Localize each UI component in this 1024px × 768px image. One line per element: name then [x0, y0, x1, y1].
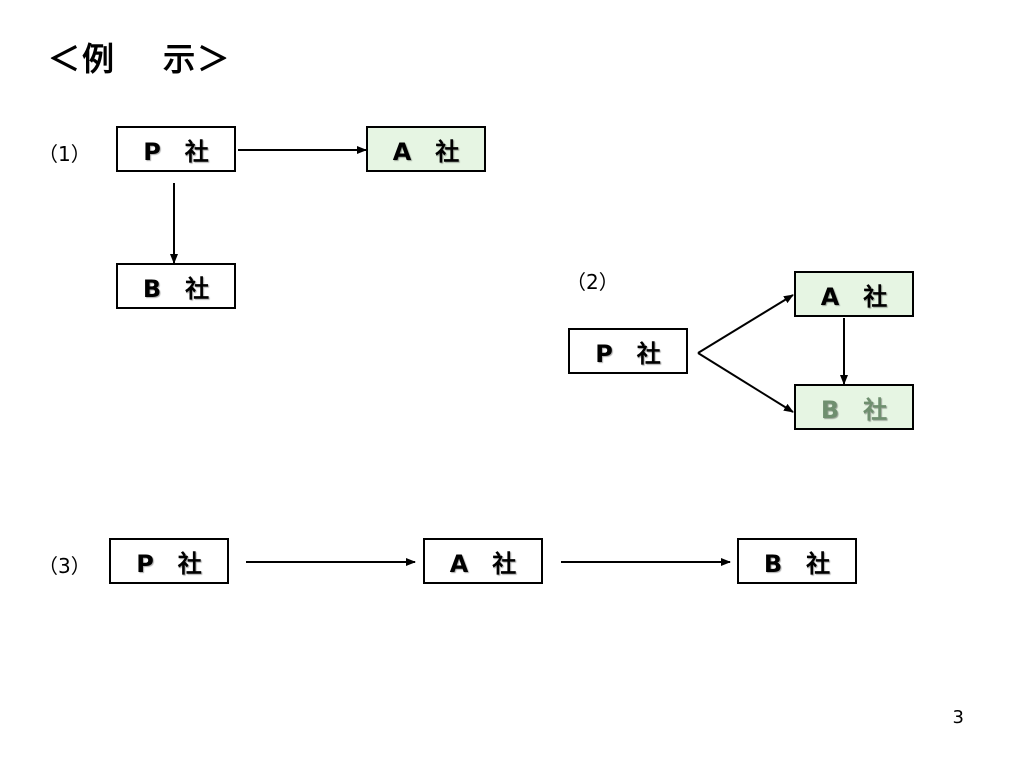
example-2-b-company: B 社 [794, 384, 914, 430]
example-1-a-company: A 社 [366, 126, 486, 172]
arrow-2-p-to-a [697, 294, 794, 354]
page-number: 3 [952, 707, 964, 728]
example-1-p-company: P 社 [116, 126, 236, 172]
example-3-b-company: B 社 [737, 538, 857, 584]
example-3-a-company: A 社 [423, 538, 543, 584]
example-1-label: （1） [38, 142, 91, 166]
arrow-2-p-to-b [697, 352, 794, 413]
example-2-label: （2） [566, 270, 619, 294]
page-title: ＜例 示＞ [48, 40, 232, 78]
example-2-a-company: A 社 [794, 271, 914, 317]
example-3-label: （3） [38, 554, 91, 578]
example-3-p-company: P 社 [109, 538, 229, 584]
example-1-b-company: B 社 [116, 263, 236, 309]
example-2-p-company: P 社 [568, 328, 688, 374]
